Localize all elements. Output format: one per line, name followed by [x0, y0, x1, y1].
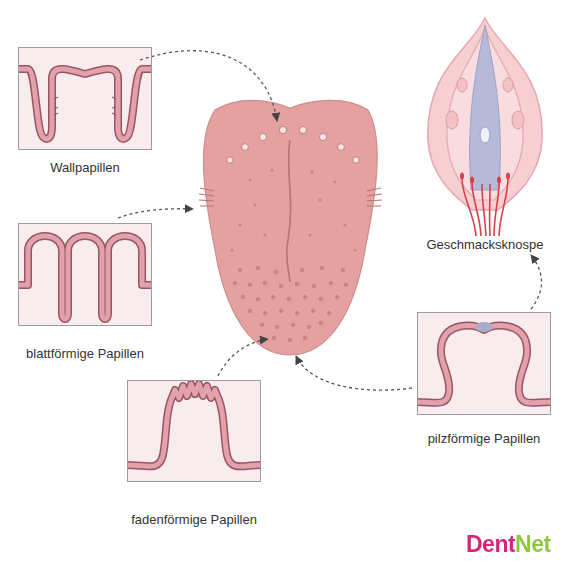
papilla-label: pilzförmige Papillen — [389, 431, 576, 446]
inset-frame — [417, 312, 551, 415]
logo-text: DentNet — [466, 531, 551, 558]
papilla-inset-box: blattförmige Papillen — [18, 223, 152, 361]
taste-bud-figure: Geschmacksknospe — [415, 15, 555, 252]
papilla-inset-box: fadenförmige Papillen — [127, 380, 261, 527]
inset-frame — [18, 47, 152, 150]
papilla-label: Wallpapillen — [0, 160, 180, 175]
figure-area — [415, 15, 555, 237]
papilla-label: Geschmacksknospe — [390, 237, 576, 252]
papilla-label: blattförmige Papillen — [0, 346, 180, 361]
inset-frame — [127, 380, 261, 482]
dashed-arrow — [531, 255, 542, 309]
papilla-label: fadenförmige Papillen — [99, 512, 289, 527]
papilla-inset-box: pilzförmige Papillen — [417, 312, 551, 446]
inset-frame — [18, 223, 152, 326]
papilla-inset-box: Wallpapillen — [18, 47, 152, 175]
brand-logo: DentNet — [466, 531, 551, 558]
